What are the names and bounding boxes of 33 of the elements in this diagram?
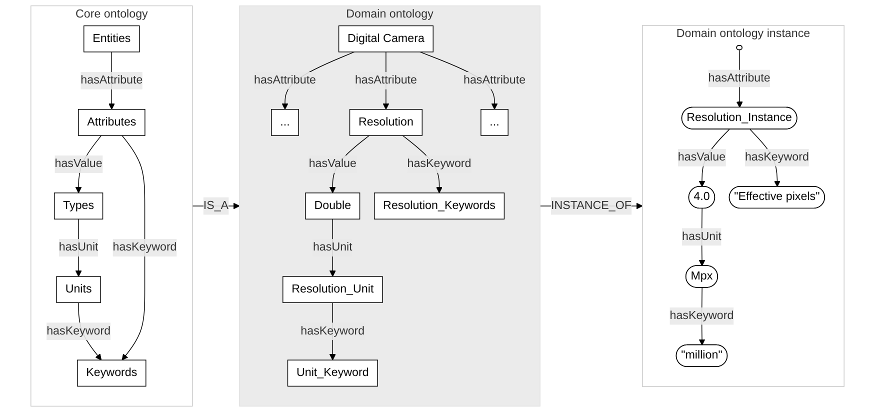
edge-label: hasValue [54,158,102,170]
edge-label: hasAttribute [254,74,316,86]
edge-label: hasUnit [58,241,98,254]
edge-label: hasKeyword [670,310,734,322]
edge-label: hasAttribute [354,74,417,86]
node-box: Resolution_Unit [282,276,383,303]
node-box: Resolution [349,109,423,136]
node-box: Unit_Keyword [287,360,378,387]
arrow [122,135,146,360]
node-box: ... [480,109,508,136]
edge-label: hasValue [308,158,356,170]
node-box: Attributes [78,109,146,136]
node-box: Resolution_Keywords [374,192,505,220]
edge-label: hasKeyword [112,241,177,254]
node-box: Keywords [77,360,146,387]
node-box: ... [271,109,299,136]
edge-label: hasAttribute [80,74,143,86]
node-box: Types [54,192,104,220]
edge-label: hasValue [678,151,726,164]
edge-label: hasAttribute [708,72,770,84]
edge-label: hasKeyword [300,324,365,338]
edge-label: hasUnit [682,230,722,243]
edge-label: INSTANCE_OF [550,199,632,212]
edge-label: hasUnit [312,241,352,254]
edge-label: hasKeyword [46,324,111,338]
node-box: Digital Camera [338,25,434,52]
node-box: Units [56,276,101,303]
edge-label: hasKeyword [744,151,809,164]
node-box: Double [305,192,360,220]
edge-label: hasAttribute [463,74,526,86]
edge-label: IS_A [203,199,229,212]
node-box: Entities [84,25,140,52]
edge-label: hasKeyword [407,158,472,170]
